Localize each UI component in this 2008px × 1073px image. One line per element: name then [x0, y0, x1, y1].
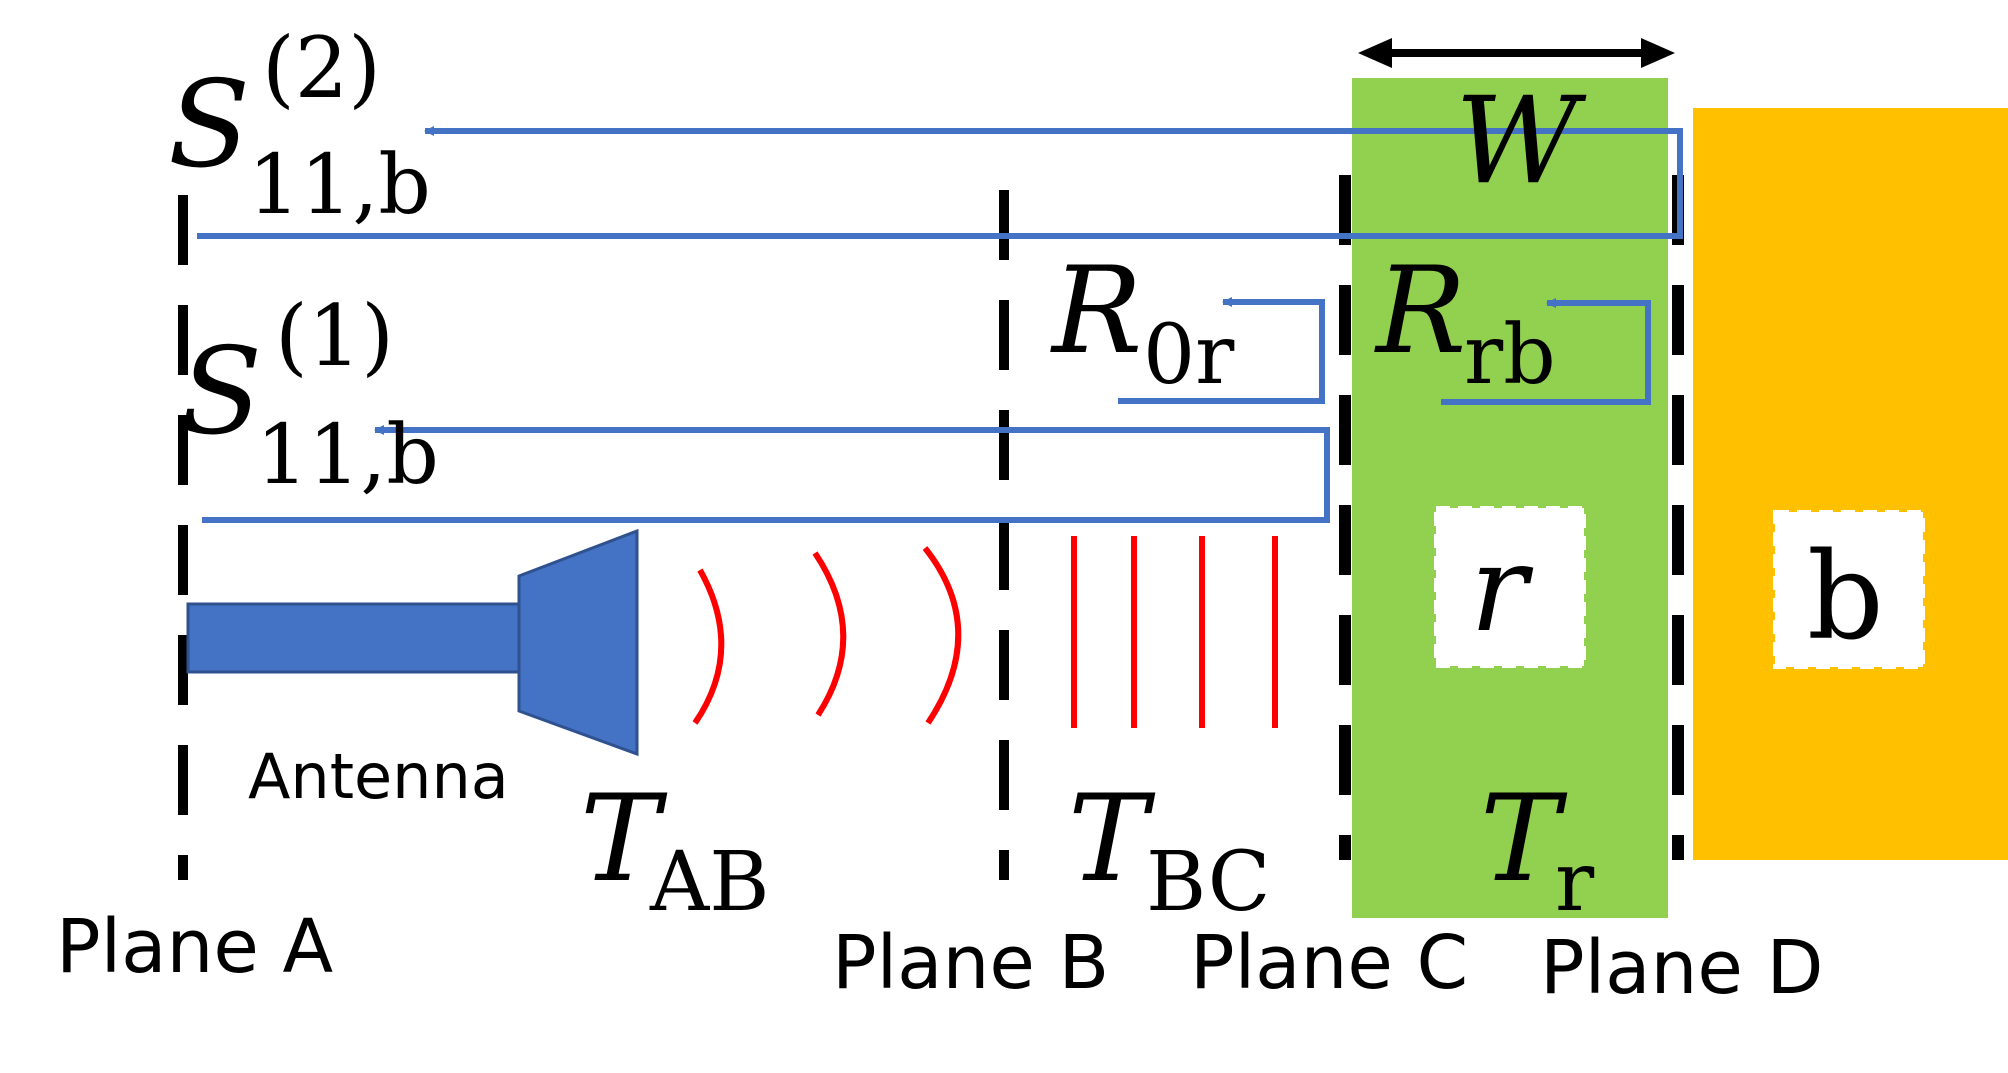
s1-symbol-sup: (1)	[275, 287, 394, 385]
wave-arc-1	[692, 568, 725, 725]
plane-d-label: Plane D	[1540, 925, 1823, 1011]
rrb-symbol-sub: rb	[1464, 308, 1556, 403]
signal-path-s1	[202, 425, 1330, 523]
layer-b-symbol: b	[1807, 528, 1884, 667]
layer-r-symbol: r	[1470, 520, 1534, 659]
signal-path-s2	[197, 126, 1683, 239]
width-arrow-left-head	[1358, 38, 1392, 68]
tbc-symbol-sub: BC	[1146, 835, 1271, 930]
tab-symbol-sub: AB	[649, 835, 769, 930]
antenna-feed	[186, 602, 522, 674]
reflection-path-rrb	[1441, 298, 1651, 405]
s2-symbol-sup: (2)	[262, 19, 381, 117]
antenna-label: Antenna	[248, 740, 509, 813]
plane-a-label: Plane A	[56, 904, 333, 990]
width-arrow-right-head	[1641, 38, 1675, 68]
tr-symbol-sub: r	[1555, 835, 1595, 930]
plane-b-label: Plane B	[832, 920, 1109, 1006]
width-symbol: W	[1455, 72, 1587, 211]
s1-symbol-main: S	[180, 323, 262, 462]
rrb-symbol-main: R	[1374, 242, 1466, 381]
antenna-horn	[517, 528, 639, 757]
wave-arc-3	[922, 546, 962, 725]
tr-symbol-main: T	[1480, 770, 1568, 909]
tbc-symbol-main: T	[1068, 770, 1156, 909]
layer-r-label-box	[1434, 506, 1586, 668]
r0r-symbol-sub: 0r	[1143, 308, 1235, 403]
reflection-path-r0r	[1118, 297, 1325, 404]
s2-symbol-sub: 11,b	[248, 138, 431, 233]
s2-symbol-main: S	[168, 56, 250, 195]
plane-c-label: Plane C	[1190, 920, 1468, 1006]
r0r-symbol-main: R	[1050, 242, 1142, 381]
layer-b-block	[1693, 108, 2008, 860]
wave-arc-2	[812, 551, 847, 717]
layer-r-block	[1352, 78, 1668, 918]
s1-symbol-sub: 11,b	[256, 408, 439, 503]
tab-symbol-main: T	[580, 770, 668, 909]
layer-b-label-box	[1773, 510, 1925, 669]
